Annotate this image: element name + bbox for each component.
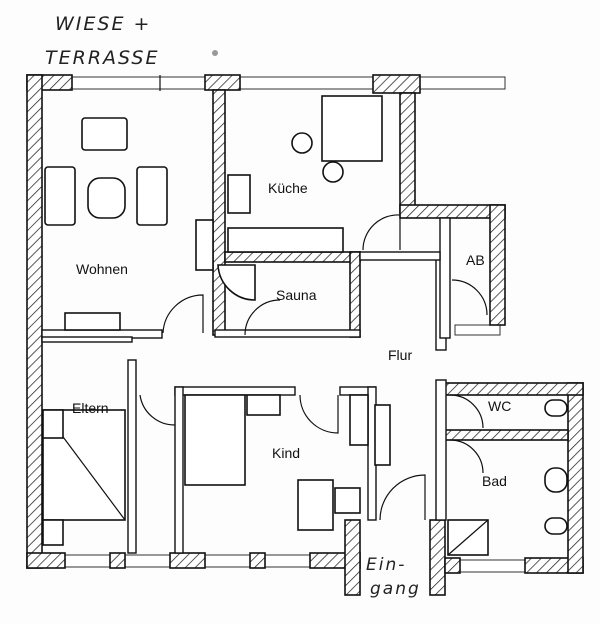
garden-label-line1: WIESE +	[55, 13, 151, 35]
garden-label-line2: TERRASSE	[45, 47, 159, 69]
dot-mark	[212, 50, 218, 56]
entrance-label-line1: Ein-	[366, 555, 406, 575]
furniture	[42, 95, 568, 556]
doors	[139, 214, 488, 521]
room-label-bad: Bad	[482, 473, 507, 489]
room-label-sauna: Sauna	[276, 287, 317, 303]
entrance-label-line2: gang	[370, 579, 421, 599]
room-label-eltern: Eltern	[72, 400, 109, 416]
room-label-ab: AB	[466, 252, 485, 268]
room-label-wc: WC	[488, 398, 511, 414]
exterior-walls	[26, 74, 584, 596]
room-label-kueche: Küche	[268, 180, 308, 196]
room-label-kind: Kind	[272, 445, 300, 461]
room-label-wohnen: Wohnen	[76, 261, 128, 277]
windows	[64, 75, 526, 573]
room-label-flur: Flur	[388, 347, 412, 363]
